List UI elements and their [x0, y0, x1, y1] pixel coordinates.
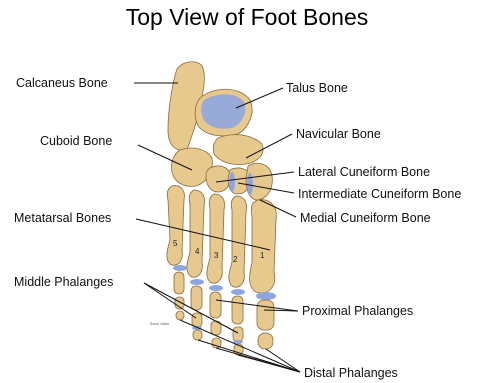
- mtp-cartilage-1: [256, 292, 276, 300]
- mtp-cartilage-4: [190, 279, 204, 285]
- proximal-phalanx-1: [257, 300, 274, 330]
- proximal-phalanx-5: [174, 272, 184, 294]
- label-proximal-phalanges: Proximal Phalanges: [302, 304, 413, 318]
- label-calcaneus: Calcaneus Bone: [16, 76, 108, 90]
- label-medial-cuneiform: Medial Cuneiform Bone: [300, 211, 431, 225]
- distal-phalanx-4: [193, 330, 202, 340]
- metatarsal-number-4: 4: [195, 247, 200, 256]
- mtp-cartilage-2: [231, 289, 245, 295]
- navicular-bone-shape: [213, 135, 263, 165]
- metatarsal-5: [167, 186, 185, 266]
- distal-phalanges-leader-5: [266, 349, 300, 372]
- distal-phalanx-5: [176, 311, 184, 320]
- artist-signature: Bone Atlas: [150, 321, 169, 326]
- talus-cartilage: [201, 94, 245, 128]
- label-talus: Talus Bone: [286, 81, 348, 95]
- proximal-phalanx-2: [232, 296, 243, 324]
- middle-phalanges-leader-1: [144, 283, 196, 318]
- mtp-cartilage-5: [173, 265, 187, 271]
- distal-phalanges-leader-4: [238, 355, 300, 372]
- cuneiform-cartilage: [229, 172, 235, 192]
- middle-phalanx-4: [192, 313, 202, 327]
- distal-phalanx-1: [258, 333, 273, 349]
- metatarsal-4: [187, 190, 205, 277]
- mtp-cartilage-3: [209, 285, 223, 291]
- foot-illustration: 5 4 3 2 1 Bone Atlas: [150, 62, 276, 355]
- label-lateral-cuneiform: Lateral Cuneiform Bone: [298, 165, 430, 179]
- lateral-cuneiform-shape: [206, 166, 230, 192]
- label-navicular: Navicular Bone: [296, 127, 381, 141]
- metatarsal-2: [229, 196, 247, 287]
- proximal-phalanx-3: [210, 292, 221, 318]
- label-distal-phalanges: Distal Phalanges: [304, 366, 398, 380]
- label-intermediate-cuneiform: Intermediate Cuneiform Bone: [298, 187, 461, 201]
- middle-phalanx-2: [233, 327, 243, 341]
- label-cuboid: Cuboid Bone: [40, 134, 112, 148]
- cuneiform-cartilage-2: [247, 173, 253, 195]
- label-middle-phalanges: Middle Phalanges: [14, 275, 113, 289]
- metatarsal-number-3: 3: [214, 251, 219, 260]
- label-metatarsal: Metatarsal Bones: [14, 211, 111, 225]
- proximal-phalanx-4: [191, 286, 202, 310]
- metatarsal-number-2: 2: [233, 255, 238, 264]
- metatarsal-number-1: 1: [260, 251, 265, 260]
- metatarsal-number-5: 5: [173, 239, 178, 248]
